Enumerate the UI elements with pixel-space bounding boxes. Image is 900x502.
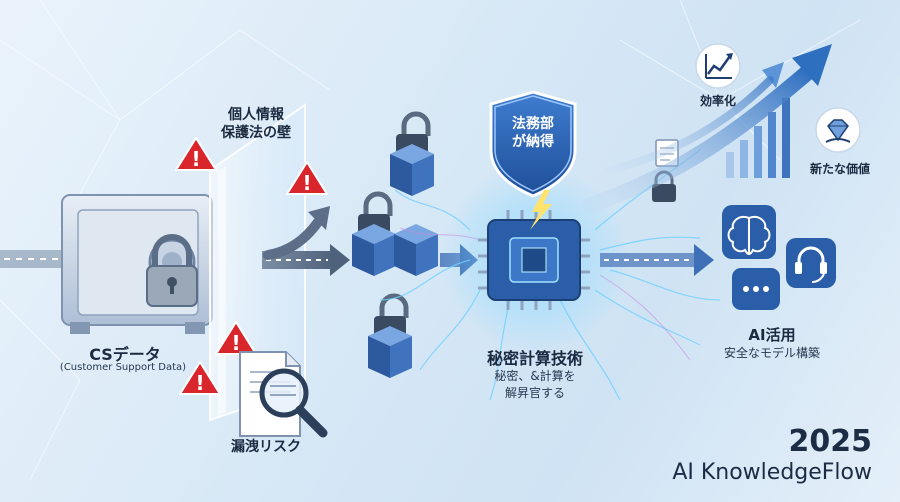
compute-desc-line2: 解昇官する xyxy=(504,386,565,400)
svg-text:!: ! xyxy=(191,147,200,171)
legal-label-line1: 法務部 xyxy=(512,116,554,132)
diamond-icon xyxy=(815,107,861,153)
warning-icon: ! xyxy=(179,361,221,395)
svg-text:!: ! xyxy=(195,371,204,395)
ai-title: AI活用 xyxy=(748,326,796,344)
flow-line-left xyxy=(0,250,70,268)
barrier-label-line1: 個人情報 xyxy=(228,107,284,123)
chat-icon xyxy=(732,268,780,310)
cube-lock-icon xyxy=(390,111,434,196)
warning-icon: ! xyxy=(175,137,217,171)
footer-year: 2025 xyxy=(788,424,873,459)
svg-text:!: ! xyxy=(302,171,311,195)
footer-brand: AI KnowledgeFlow xyxy=(672,460,872,485)
magnifier-icon xyxy=(259,368,328,438)
cube-lock-icon xyxy=(368,293,412,378)
compute-title: 秘密計算技術 xyxy=(486,349,583,368)
headset-icon xyxy=(786,238,836,288)
warning-icon: ! xyxy=(286,161,328,195)
background-network xyxy=(0,0,860,480)
leak-label: 漏洩リスク xyxy=(231,439,301,455)
legal-label-line2: が納得 xyxy=(512,134,554,150)
warning-icon: ! xyxy=(215,321,257,355)
compute-desc-line1: 秘密、&計算を xyxy=(494,369,576,383)
flow-arrow-middle xyxy=(262,206,350,276)
value-label: 新たな価値 xyxy=(809,162,870,176)
shield-icon xyxy=(489,90,577,230)
source-title: CSデータ xyxy=(89,345,161,364)
cube-lock-icon xyxy=(394,224,438,276)
ai-subtitle: 安全なモデル構築 xyxy=(723,346,820,360)
chart-icon xyxy=(695,43,741,89)
brain-icon xyxy=(722,205,776,259)
cube-lock-icon xyxy=(352,191,396,276)
efficiency-label: 効率化 xyxy=(699,94,736,108)
padlock-icon xyxy=(146,234,198,307)
barrier-label-line2: 保護法の壁 xyxy=(221,125,291,141)
flow-arrow-to-ai xyxy=(600,244,714,276)
svg-text:!: ! xyxy=(231,331,240,355)
chip-icon xyxy=(478,210,590,310)
source-subtitle: (Customer Support Data) xyxy=(59,362,187,373)
growth-arrow-icon xyxy=(582,44,832,213)
